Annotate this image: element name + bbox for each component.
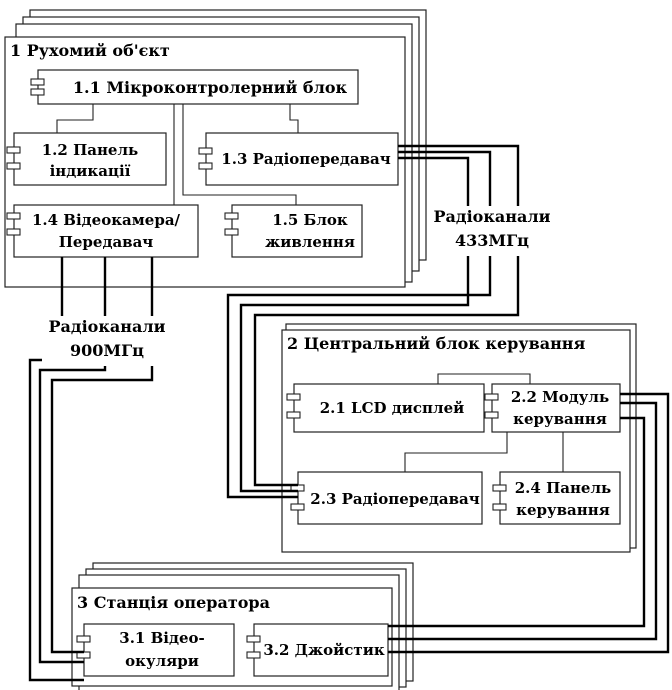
component-port-icon [286,411,301,419]
wire-module-joystick-c [388,416,646,628]
radio-channels-433 [226,144,520,499]
channel-label-line1: Радіоканали [434,207,551,226]
component-port-icon [246,651,261,659]
component-1-4-camera-transmitter: 1.4 Відеокамера/ Передавач [6,204,199,258]
component-port-icon [6,212,21,220]
link-mcu-radio [289,104,299,133]
component-port-icon [246,635,261,643]
component-port-icon [484,393,499,401]
component-label-line2: Передавач [59,233,154,251]
control-links-right [388,392,670,654]
component-2-3-radio-transmitter: 2.3 Радіопередавач [290,471,483,525]
component-label-line1: 3.1 Відео- [119,629,204,647]
node-title: 3 Станція оператора [77,593,270,612]
component-label-line2: окуляри [125,652,199,670]
node-title: 1 Рухомий об'єкт [10,41,170,60]
component-2-1-lcd-display: 2.1 LCD дисплей [286,383,485,433]
component-label-line2: індикації [50,162,131,180]
label-channel-433: Радіоканали 433МГц [434,206,554,256]
wire-433-b [226,150,492,499]
internal-links-node-2 [404,373,564,472]
component-label: 3.2 Джойстик [263,641,384,659]
wire-module-joystick-b [388,401,658,641]
component-3-2-joystick: 3.2 Джойстик [246,623,389,677]
component-label: 2.3 Радіопередавач [310,490,479,508]
component-port-icon [484,411,499,419]
channel-label-line2: 433МГц [455,231,529,250]
component-label: 2.1 LCD дисплей [320,399,465,417]
component-label-line1: 1.4 Відеокамера/ [32,211,181,229]
component-1-3-radio-transmitter: 1.3 Радіопередавач [198,132,399,186]
wire-433-c [239,156,470,493]
component-port-icon [198,147,213,155]
component-port-icon [30,88,45,96]
component-port-icon [224,228,239,236]
component-1-1-mcu: 1.1 Мікроконтролерний блок [30,69,359,105]
link-lcd-module [437,373,531,384]
channel-label-line1: Радіоканали [49,317,166,336]
component-port-icon [198,162,213,170]
component-label-line2: керування [513,410,607,428]
component-port-icon [492,503,507,511]
component-port-icon [6,228,21,236]
label-channel-900: Радіоканали 900МГц [42,316,170,366]
component-label-line2: керування [516,501,610,519]
component-2-4-control-panel: 2.4 Панель керування [492,471,621,525]
component-port-icon [286,393,301,401]
component-label-line1: 1.2 Панель [42,141,138,159]
component-port-icon [6,162,21,170]
component-label-line1: 1.5 Блок [272,211,348,229]
component-port-icon [290,503,305,511]
channel-label-line2: 900МГц [70,341,144,360]
component-2-2-control-module: 2.2 Модуль керування [484,383,621,433]
component-port-icon [492,484,507,492]
wire-module-joystick-a [388,392,670,654]
component-port-icon [224,212,239,220]
node-title: 2 Центральний блок керування [287,334,586,353]
link-mcu-power [182,104,297,205]
component-label-line1: 2.4 Панель [515,479,611,497]
component-port-icon [6,146,21,154]
component-3-1-video-glasses: 3.1 Відео- окуляри [76,623,235,677]
component-1-5-power-unit: 1.5 Блок живлення [224,204,363,258]
link-mcu-indicator [56,104,94,133]
component-port-icon [76,635,91,643]
component-label: 1.1 Мікроконтролерний блок [73,78,348,97]
component-label-line2: живлення [265,233,355,251]
link-module-radio [404,432,508,472]
component-1-2-indicator-panel: 1.2 Панель індикації [6,132,167,186]
component-label-line1: 2.2 Модуль [511,388,609,406]
component-port-icon [30,78,45,86]
wire-433-a [253,144,520,487]
component-label: 1.3 Радіопередавач [221,150,390,168]
